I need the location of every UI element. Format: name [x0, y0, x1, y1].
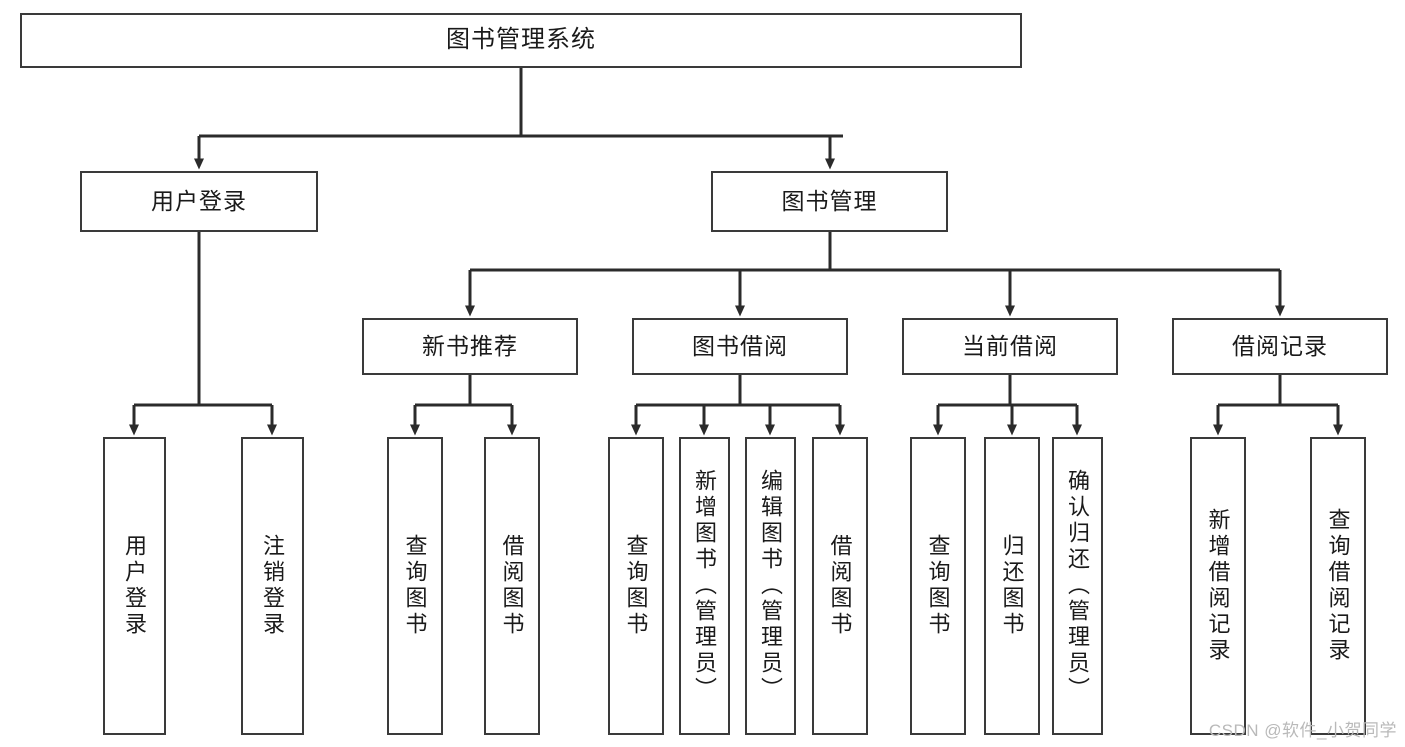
node-label: 图书管理系统: [446, 26, 596, 54]
node-label: 图书管理: [781, 187, 878, 214]
node-borrowing-record[interactable]: 借阅记录: [1172, 318, 1388, 375]
leaf-query-borrowing-record[interactable]: 查询借阅记录: [1310, 437, 1366, 735]
leaf-confirm-return-admin[interactable]: 确认归还（管理员）: [1052, 437, 1103, 735]
node-label: 归还图书: [999, 534, 1025, 638]
node-label: 当前借阅: [962, 332, 1058, 359]
node-label: 查询图书: [623, 534, 649, 638]
node-label: 新增借阅记录: [1205, 508, 1231, 664]
leaf-return-book[interactable]: 归还图书: [984, 437, 1040, 735]
node-current-borrowing[interactable]: 当前借阅: [902, 318, 1118, 375]
node-label: 新书推荐: [422, 332, 518, 359]
leaf-query-book-newbook[interactable]: 查询图书: [387, 437, 443, 735]
leaf-query-book-current[interactable]: 查询图书: [910, 437, 966, 735]
node-book-borrowing[interactable]: 图书借阅: [632, 318, 848, 375]
leaf-borrow-book-borrowing[interactable]: 借阅图书: [812, 437, 868, 735]
leaf-borrow-book-newbook[interactable]: 借阅图书: [484, 437, 540, 735]
leaf-add-borrowing-record[interactable]: 新增借阅记录: [1190, 437, 1246, 735]
node-label: 借阅图书: [499, 534, 525, 638]
node-label: 新增图书（管理员）: [692, 469, 718, 703]
node-label: 用户登录: [122, 534, 148, 638]
node-label: 查询图书: [402, 534, 428, 638]
node-label: 注销登录: [260, 534, 286, 638]
node-label: 用户登录: [151, 187, 247, 214]
node-label: 查询借阅记录: [1325, 508, 1351, 664]
node-book-management[interactable]: 图书管理: [711, 171, 948, 232]
leaf-logout[interactable]: 注销登录: [241, 437, 304, 735]
node-label: 确认归还（管理员）: [1065, 469, 1091, 703]
node-new-book-recommendation[interactable]: 新书推荐: [362, 318, 578, 375]
node-label: 借阅记录: [1232, 332, 1328, 359]
node-user-login[interactable]: 用户登录: [80, 171, 318, 232]
leaf-add-book-admin[interactable]: 新增图书（管理员）: [679, 437, 730, 735]
node-label: 借阅图书: [827, 534, 853, 638]
node-root-book-management-system[interactable]: 图书管理系统: [20, 13, 1022, 68]
leaf-edit-book-admin[interactable]: 编辑图书（管理员）: [745, 437, 796, 735]
node-label: 查询图书: [925, 534, 951, 638]
leaf-query-book-borrowing[interactable]: 查询图书: [608, 437, 664, 735]
node-label: 图书借阅: [692, 332, 788, 359]
node-label: 编辑图书（管理员）: [758, 469, 784, 703]
leaf-user-login[interactable]: 用户登录: [103, 437, 166, 735]
